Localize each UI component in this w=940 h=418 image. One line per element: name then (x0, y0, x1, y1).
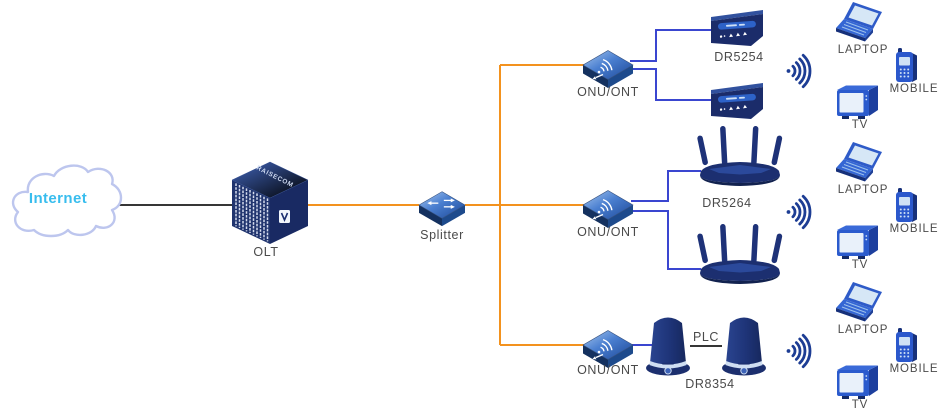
eth-onu-mid-to-router-1 (631, 170, 701, 202)
dr5254-modem-2 (711, 83, 763, 119)
wifi-signal-icon-bottom (785, 333, 812, 369)
onu-top-label: ONU/ONT (577, 85, 639, 99)
mobile-phone-icon (896, 328, 917, 362)
eth-onu-top-to-modem-2 (630, 68, 712, 101)
laptop-icon (835, 281, 883, 322)
cloud-icon (11, 164, 123, 238)
onu-bottom-label: ONU/ONT (577, 363, 639, 377)
client-group-3: LAPTOP MOBILE TV (835, 281, 939, 411)
mobile-phone-icon (896, 188, 917, 222)
client-group-1: LAPTOP MOBILE TV (835, 1, 939, 131)
mobile-phone-icon (896, 48, 917, 82)
dr5254-label: DR5254 (714, 50, 763, 64)
dr5264-label: DR5264 (702, 196, 751, 210)
dr5254-modem-1 (711, 10, 763, 46)
splitter-device (418, 191, 466, 227)
internet-label: Internet (29, 190, 87, 207)
dr8354-tower-2 (721, 317, 767, 376)
onu-middle-label: ONU/ONT (577, 225, 639, 239)
laptop-label: LAPTOP (838, 324, 889, 336)
laptop-icon (835, 141, 883, 182)
splitter-label: Splitter (420, 228, 464, 242)
dr8354-label: DR8354 (685, 377, 734, 391)
tv-icon (837, 225, 878, 259)
dr5264-router-1 (696, 125, 783, 186)
onu-top (582, 50, 634, 89)
dr5264-router-2 (696, 223, 783, 284)
laptop-icon (835, 1, 883, 42)
olt-label: OLT (253, 245, 278, 259)
tv-label: TV (852, 119, 869, 131)
mobile-label: MOBILE (890, 363, 939, 375)
olt-device: RAISECOM (231, 161, 309, 244)
laptop-label: LAPTOP (838, 184, 889, 196)
eth-onu-top-to-modem-1 (630, 29, 712, 62)
tv-icon (837, 85, 878, 119)
laptop-label: LAPTOP (838, 44, 889, 56)
internet-cloud (11, 164, 123, 238)
wifi-signal-icon-top (785, 53, 812, 89)
eth-onu-mid-to-router-2 (631, 210, 701, 270)
mobile-label: MOBILE (890, 223, 939, 235)
tv-label: TV (852, 399, 869, 411)
onu-middle (582, 190, 634, 229)
mobile-label: MOBILE (890, 83, 939, 95)
tv-icon (837, 365, 878, 399)
connection-lines (118, 29, 722, 347)
tv-label: TV (852, 259, 869, 271)
wifi-signal-icon-middle (785, 194, 812, 230)
client-group-2: LAPTOP MOBILE TV (835, 141, 939, 271)
optical-splitter-icon (418, 191, 466, 227)
plc-label: PLC (693, 330, 719, 344)
dr8354-tower-1 (645, 317, 691, 376)
